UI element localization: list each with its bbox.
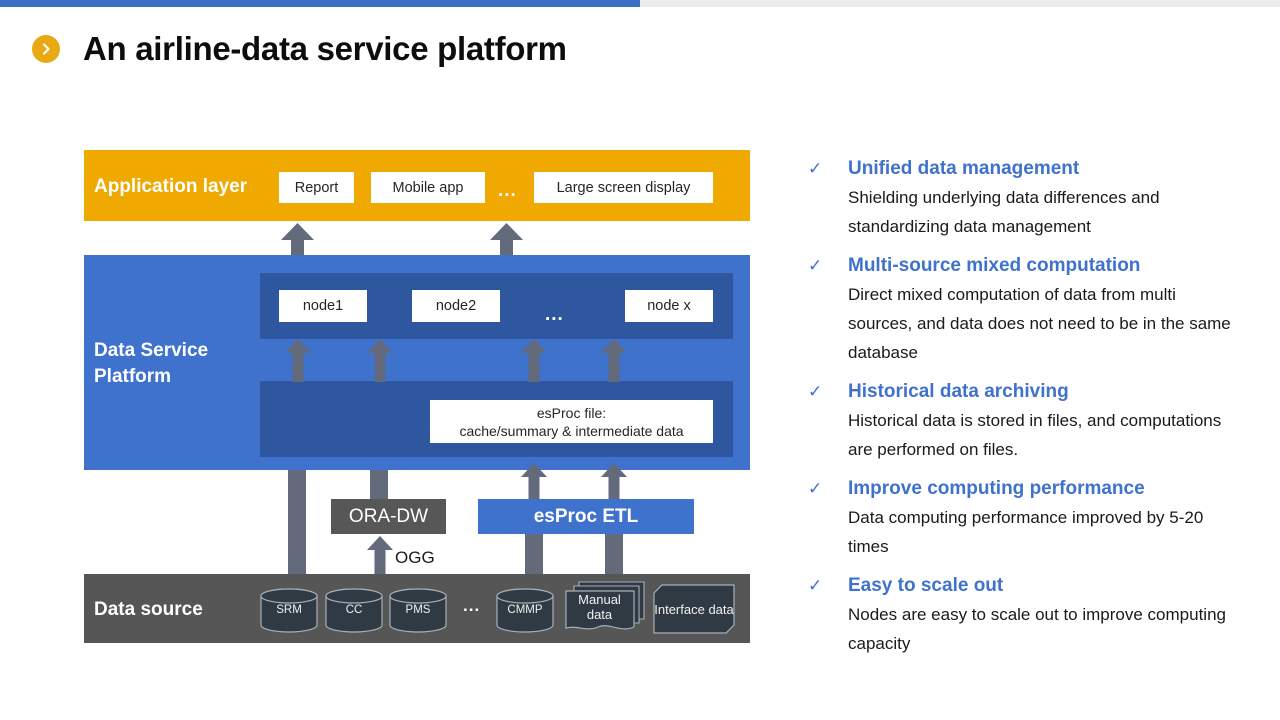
connector-datasource-to-dsp [288,470,306,576]
cylinder-srm[interactable]: SRM [260,588,318,633]
feature-heading: Multi-source mixed computation [848,255,1141,276]
connector-datasource-to-etl-right [605,534,623,576]
check-icon: ✓ [808,159,823,178]
arrow-up-etl-left [521,463,547,503]
feature-heading: Unified data management [848,158,1080,179]
feature-body: Improve computing performance Data compu… [848,474,1238,561]
data-source-label: Data source [94,599,203,620]
check-icon: ✓ [808,479,823,498]
feature-item-improve-computing-performance: ✓ Improve computing performance Data com… [808,474,1238,561]
chip-esproc-file[interactable]: esProc file: cache/summary & intermediat… [430,400,713,443]
chip-large-screen-display[interactable]: Large screen display [534,172,713,203]
stacked-documents-manual-data[interactable]: Manual data [565,581,645,634]
arrow-up-dsp-1 [285,339,311,382]
feature-item-easy-to-scale-out: ✓ Easy to scale out Nodes are easy to sc… [808,571,1238,658]
feature-body: Multi-source mixed computation Direct mi… [848,251,1238,367]
arrow-up-dsp-3 [521,339,547,382]
data-source-ellipsis: ... [463,596,481,615]
architecture-diagram: Application layer Report Mobile app ... … [84,150,750,643]
chip-node1[interactable]: node1 [279,290,367,322]
cylinder-cc[interactable]: CC [325,588,383,633]
arrow-up-dsp-2 [367,339,393,382]
data-service-platform-label: Data Service Platform [94,340,209,387]
feature-list: ✓ Unified data management Shielding unde… [808,154,1238,668]
feature-item-historical-data-archiving: ✓ Historical data archiving Historical d… [808,377,1238,464]
chevron-right-circle-icon [32,35,60,63]
arrow-up-ogg [367,536,393,576]
arrow-up-app-right [490,223,523,257]
feature-description: Shielding underlying data differences an… [848,188,1160,236]
chip-node2[interactable]: node2 [412,290,500,322]
feature-description: Direct mixed computation of data from mu… [848,285,1231,362]
arrow-up-etl-right [601,463,627,503]
page-header: An airline-data service platform [32,30,567,68]
application-layer-label: Application layer [94,176,248,197]
document-interface-data[interactable]: Interface data [653,584,735,634]
check-icon: ✓ [808,382,823,401]
chip-mobile-app[interactable]: Mobile app [371,172,485,203]
chip-report[interactable]: Report [279,172,354,203]
feature-description: Nodes are easy to scale out to improve c… [848,605,1226,653]
check-icon: ✓ [808,256,823,275]
feature-item-unified-data-management: ✓ Unified data management Shielding unde… [808,154,1238,241]
arrow-up-dsp-4 [601,339,627,382]
feature-heading: Historical data archiving [848,381,1069,402]
chip-node-x[interactable]: node x [625,290,713,322]
feature-heading: Easy to scale out [848,575,1004,596]
feature-description: Data computing performance improved by 5… [848,508,1204,556]
esproc-file-line2: cache/summary & intermediate data [459,422,684,439]
page-title: An airline-data service platform [83,30,567,67]
node-cluster-ellipsis: ... [545,304,564,325]
arrow-up-app-left [281,223,314,257]
check-icon: ✓ [808,576,823,595]
esproc-file-line1: esProc file: [536,404,607,421]
feature-description: Historical data is stored in files, and … [848,411,1222,459]
ogg-label: OGG [395,548,435,567]
feature-item-multi-source-mixed-computation: ✓ Multi-source mixed computation Direct … [808,251,1238,367]
connector-oradw-to-dsp [370,470,388,500]
box-ora-dw[interactable]: ORA-DW [331,499,446,534]
feature-heading: Improve computing performance [848,478,1145,499]
feature-body: Easy to scale out Nodes are easy to scal… [848,571,1238,658]
progress-bar-track [0,0,1280,7]
feature-body: Unified data management Shielding underl… [848,154,1238,241]
cylinder-cmmp[interactable]: CMMP [496,588,554,633]
connector-datasource-to-etl-left [525,534,543,576]
feature-body: Historical data archiving Historical dat… [848,377,1238,464]
progress-bar-fill [0,0,640,7]
application-layer-ellipsis: ... [498,180,517,201]
cylinder-pms[interactable]: PMS [389,588,447,633]
box-esproc-etl[interactable]: esProc ETL [478,499,694,534]
